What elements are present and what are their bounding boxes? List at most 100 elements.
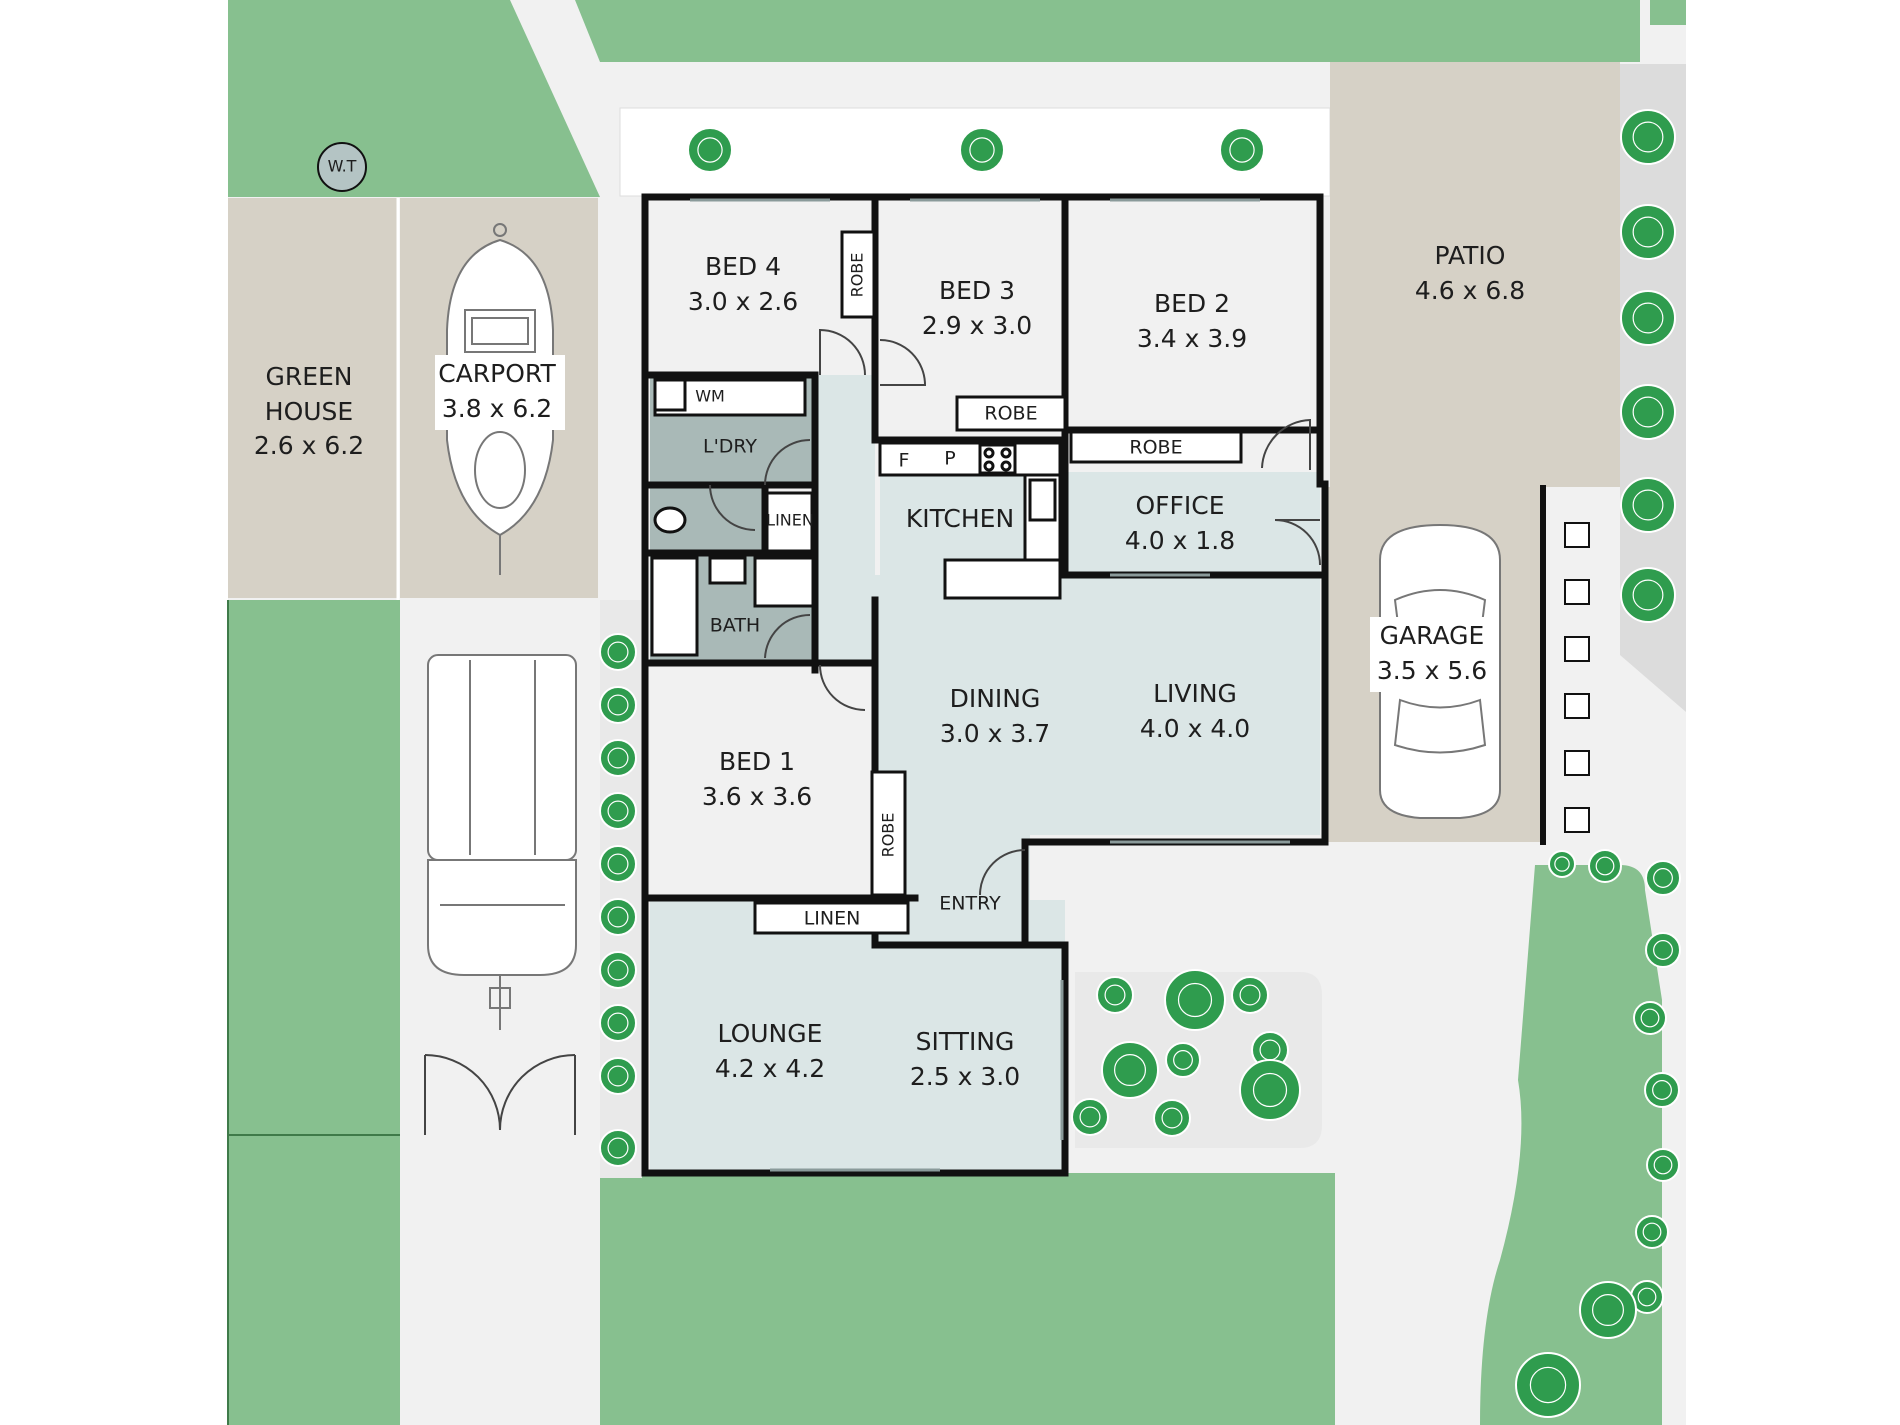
robe-bed2-box <box>1069 430 1243 464</box>
bed1-size: 3.6 x 3.6 <box>702 782 812 811</box>
tree-icon-detail <box>607 694 629 716</box>
door-laundry <box>764 439 811 486</box>
washing-machine <box>653 378 687 412</box>
robe-bed4: ROBE <box>848 253 867 298</box>
tree-icon <box>1588 849 1622 883</box>
tree-icon <box>1635 1215 1669 1249</box>
dining-size: 3.0 x 3.7 <box>940 719 1050 748</box>
lawn-top-left <box>228 0 600 197</box>
tree-icon-detail <box>1591 1293 1624 1326</box>
tree-icon <box>1645 932 1681 968</box>
tree-icon <box>1633 1001 1667 1035</box>
dining-name: DINING <box>950 684 1041 713</box>
tree-icon <box>599 951 637 989</box>
robe-bed1: ROBE <box>879 813 898 858</box>
car-van <box>427 654 577 1030</box>
tree-icon <box>687 127 733 173</box>
tree-icon-detail <box>1554 856 1570 872</box>
tree-icon-detail <box>1642 1222 1662 1242</box>
tree-icon-detail <box>1529 1366 1567 1404</box>
tree-icon-detail <box>607 906 629 928</box>
tree-icon <box>1515 1352 1581 1418</box>
bed2-name: BED 2 <box>1154 289 1230 318</box>
door-entry <box>979 849 1026 896</box>
carport-label-bg <box>435 355 565 430</box>
toilet <box>653 506 687 534</box>
tree-icon-detail <box>607 641 629 663</box>
green-house-size: 2.6 x 6.2 <box>254 431 364 460</box>
garage-size: 3.5 x 5.6 <box>1377 656 1487 685</box>
tree-icon <box>1164 969 1226 1031</box>
kitchen-name: KITCHEN <box>906 504 1014 533</box>
tree-icon <box>599 845 637 883</box>
kitchen-sink <box>1028 478 1057 522</box>
tree-icon-detail <box>1079 1106 1101 1128</box>
tree-icon <box>1620 477 1676 533</box>
tree-icon <box>1231 976 1269 1014</box>
tree-icon-detail <box>1252 1072 1288 1108</box>
linen-hall-box <box>765 491 814 553</box>
tree-icon <box>599 1129 637 1167</box>
garage-label-bg <box>1370 617 1495 692</box>
windows <box>690 198 1290 1172</box>
green-house-name-line2: HOUSE <box>265 397 353 426</box>
hallway-floor <box>815 375 875 667</box>
tree-icon-detail <box>1177 982 1213 1018</box>
tree-icon <box>599 739 637 777</box>
tree-icon <box>1101 1041 1159 1099</box>
stepping-stones <box>1564 522 1590 833</box>
lawn-left-mid <box>228 600 400 1135</box>
patio-name: PATIO <box>1435 241 1506 270</box>
fridge-label: F <box>899 450 910 472</box>
tree-icon-detail <box>1173 1050 1193 1070</box>
tree-icon <box>599 686 637 724</box>
entry-name: ENTRY <box>939 893 1001 915</box>
interior-joinery <box>650 230 1243 935</box>
tree-icon-detail <box>607 1012 629 1034</box>
tree-icon-detail <box>697 137 723 163</box>
tree-icon <box>1646 1148 1680 1182</box>
green-house-slab <box>228 198 398 598</box>
tree-icon <box>1620 567 1676 623</box>
tree-icon-detail <box>607 747 629 769</box>
door-wc <box>709 484 756 531</box>
tree-icon-detail <box>1632 489 1664 521</box>
living-name: LIVING <box>1153 679 1237 708</box>
tree-icon-detail <box>607 800 629 822</box>
tree-icon-detail <box>1653 868 1673 888</box>
tree-icon <box>1620 384 1676 440</box>
tree-icon <box>1165 1042 1201 1078</box>
tree-icon <box>1548 850 1576 878</box>
tree-icon <box>599 633 637 671</box>
bed3-name: BED 3 <box>939 276 1015 305</box>
tree-icon-detail <box>607 853 629 875</box>
tree-icon-detail <box>1632 302 1664 334</box>
door-bed2 <box>1261 418 1311 470</box>
kitchen-island <box>943 558 1062 600</box>
sitting-name: SITTING <box>916 1027 1015 1056</box>
tree-icon-detail <box>1104 984 1126 1006</box>
bed4-size: 3.0 x 2.6 <box>688 287 798 316</box>
shower <box>753 556 815 608</box>
tree-icon-detail <box>1652 1080 1672 1100</box>
door-office <box>1274 519 1321 566</box>
wm-label: WM <box>695 387 725 406</box>
tree-icon-detail <box>1229 137 1255 163</box>
robe-bed1-box <box>870 770 907 897</box>
tree-icon <box>1620 109 1676 165</box>
bed3-floor <box>880 200 1070 428</box>
patio-slab <box>1330 62 1620 487</box>
tree-icon <box>599 1004 637 1042</box>
door-bed1 <box>819 664 866 711</box>
dining-living-floor <box>875 575 1320 835</box>
labels: W.T BED 4 3.0 x 2.6 ROBE BED 3 2.9 x 3.0… <box>254 142 1525 1091</box>
tree-icon <box>1645 860 1681 896</box>
tree-icon-detail <box>1161 1107 1183 1129</box>
tree-icon-detail <box>1595 856 1615 876</box>
vanity <box>708 556 747 585</box>
tree-icon-detail <box>969 137 995 163</box>
tree-icon-detail <box>1653 1155 1673 1175</box>
garage-side-wall <box>1540 485 1546 845</box>
bed1-floor <box>650 665 875 897</box>
lawn-top <box>575 0 1640 62</box>
